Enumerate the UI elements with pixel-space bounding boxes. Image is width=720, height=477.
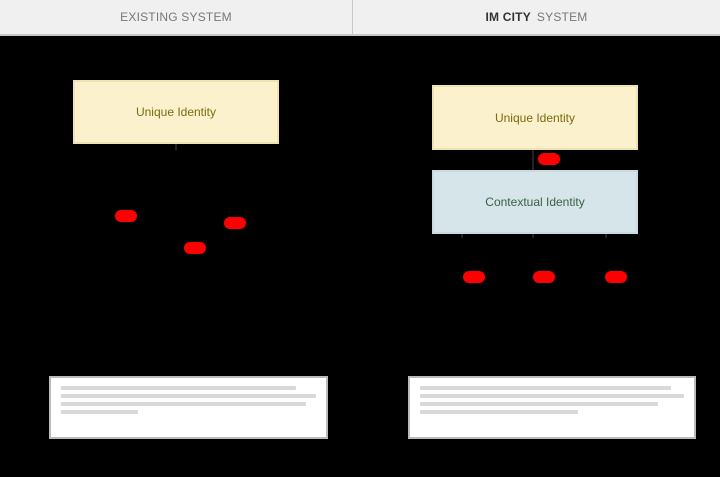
im-city-description-box [408,376,696,439]
redacted-text-line [61,402,306,406]
im-city-marker-3 [605,271,627,283]
system-title: SYSTEM [536,10,588,24]
existing-marker-1 [115,210,137,222]
redacted-text-line [420,394,684,398]
im-city-marker-2 [533,271,555,283]
existing-system-header: EXISTING SYSTEM [0,0,353,36]
redacted-text-line [420,402,658,406]
im-city-marker-1 [463,271,485,283]
im-city-unique-identity-box: Unique Identity [432,85,638,150]
contextual-identity-box: Contextual Identity [432,170,638,234]
existing-unique-identity-box: Unique Identity [73,80,279,144]
contextual-identity-label: Contextual Identity [485,195,585,209]
im-city-unique-identity-label: Unique Identity [494,110,576,125]
redacted-text-line [61,394,316,398]
existing-system-title: EXISTING SYSTEM [120,10,232,24]
existing-unique-identity-label: Unique Identity [135,105,217,119]
existing-marker-3 [184,242,206,254]
redacted-text-line [420,410,579,414]
existing-description-box [49,376,328,439]
im-city-system-header: IM CITY SYSTEM [353,0,720,36]
existing-marker-2 [224,217,246,229]
redacted-text-line [420,386,671,390]
redacted-text-line [61,410,138,414]
im-city-link-marker [538,153,560,165]
im-city-title: IM CITY [485,10,531,24]
redacted-text-line [61,386,296,390]
